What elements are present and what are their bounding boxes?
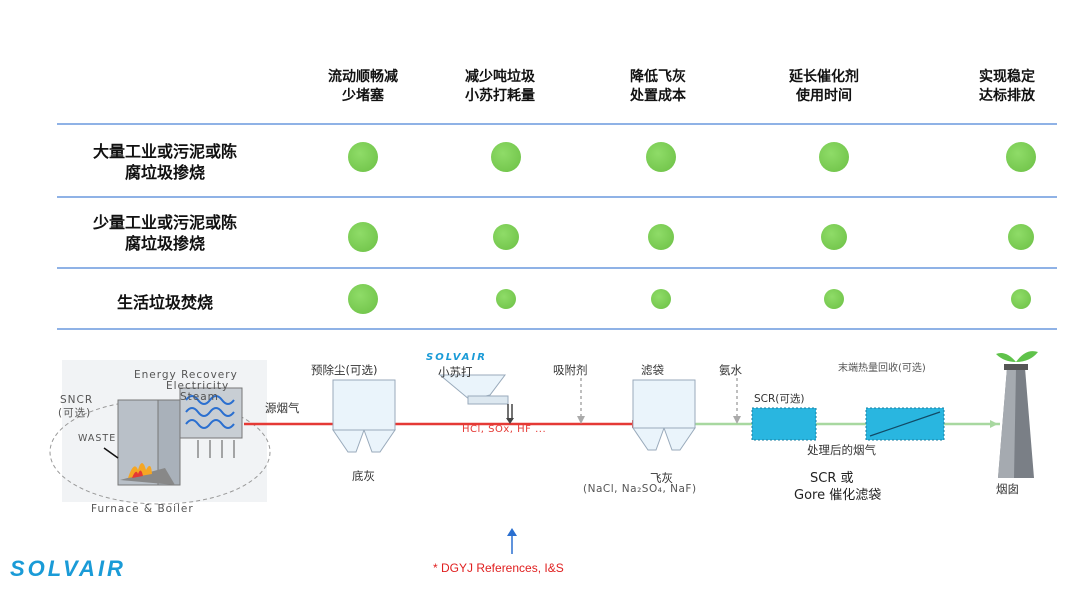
pollutants-label: HCl, SOx, HF ... [462, 424, 547, 435]
sncr-optional-label: (可选) [58, 407, 92, 419]
solvair-logo: SOLVAIR [10, 556, 126, 581]
treated-arrow [990, 420, 998, 428]
sncr-label: SNCR [60, 394, 94, 406]
fly-ash-composition-label: (NaCl, Na₂SO₄, NaF) [583, 483, 697, 495]
rating-dot [348, 142, 378, 172]
fly-ash-label: 飞灰 [650, 471, 673, 485]
row-header-1: 大量工业或污泥或陈 腐垃圾掺烧 [92, 142, 237, 182]
pre-dust-collector-icon [332, 379, 396, 453]
solvair-small-logo: SOLVAIR [426, 352, 487, 363]
rating-dot [493, 224, 519, 250]
filter-bag-icon [632, 379, 696, 451]
process-diagram [49, 351, 1038, 505]
rating-dot [821, 224, 847, 250]
rating-dot [348, 284, 378, 314]
rating-dot [348, 222, 378, 252]
waste-label: WASTE [78, 433, 117, 444]
pointer-arrow-icon [507, 528, 517, 554]
column-header-3: 降低飞灰 处置成本 [630, 69, 686, 104]
steam-label: Steam [180, 391, 219, 403]
chimney-icon [996, 351, 1038, 478]
rating-dot [496, 289, 516, 309]
electricity-label: Electricity [166, 380, 230, 392]
rating-dot [648, 224, 674, 250]
rating-dot [824, 289, 844, 309]
table-divider-2 [57, 267, 1057, 269]
filter-bag-label: 滤袋 [641, 363, 664, 377]
treated-gas-label: 处理后的烟气 [807, 443, 876, 457]
furnace-boiler-icon [103, 387, 243, 486]
gore-filter-label: Gore 催化滤袋 [794, 488, 882, 503]
column-header-5: 实现稳定 达标排放 [979, 69, 1035, 104]
rating-dot [651, 289, 671, 309]
rating-dot [491, 142, 521, 172]
furnace-boiler-label: Furnace & Boiler [91, 503, 194, 515]
energy-recovery-label: Energy Recovery [134, 369, 238, 381]
rating-dot [646, 142, 676, 172]
table-divider-1 [57, 196, 1057, 198]
rating-dot [1011, 289, 1031, 309]
column-header-4: 延长催化剂 使用时间 [789, 69, 859, 104]
rating-dot [1008, 224, 1034, 250]
ammonia-label: 氨水 [719, 363, 742, 377]
column-header-1: 流动顺畅减 少堵塞 [328, 69, 398, 104]
table-divider-top [57, 123, 1057, 125]
table-divider-bottom [57, 328, 1057, 330]
raw-flue-gas-label: 源烟气 [265, 401, 300, 415]
heat-recovery-label: 末端热量回收(可选) [838, 363, 926, 374]
scr-box [751, 407, 817, 441]
bottom-ash-label: 底灰 [352, 469, 375, 483]
chimney-label: 烟囱 [996, 482, 1019, 496]
row-header-3: 生活垃圾焚烧 [116, 293, 213, 312]
pre-dust-label: 预除尘(可选) [311, 363, 378, 377]
scr-optional-label: SCR(可选) [754, 393, 805, 405]
rating-dot [819, 142, 849, 172]
column-header-2: 减少吨垃圾 小苏打耗量 [465, 69, 535, 104]
row-header-2: 少量工业或污泥或陈 腐垃圾掺烧 [92, 213, 237, 253]
adsorbent-label: 吸附剂 [553, 363, 588, 377]
baking-soda-hopper-icon [438, 374, 514, 424]
scr-or-label: SCR 或 [810, 471, 854, 486]
rating-dot [1006, 142, 1036, 172]
reference-note: * DGYJ References, I&S [433, 561, 564, 575]
baking-soda-label: 小苏打 [438, 365, 473, 379]
